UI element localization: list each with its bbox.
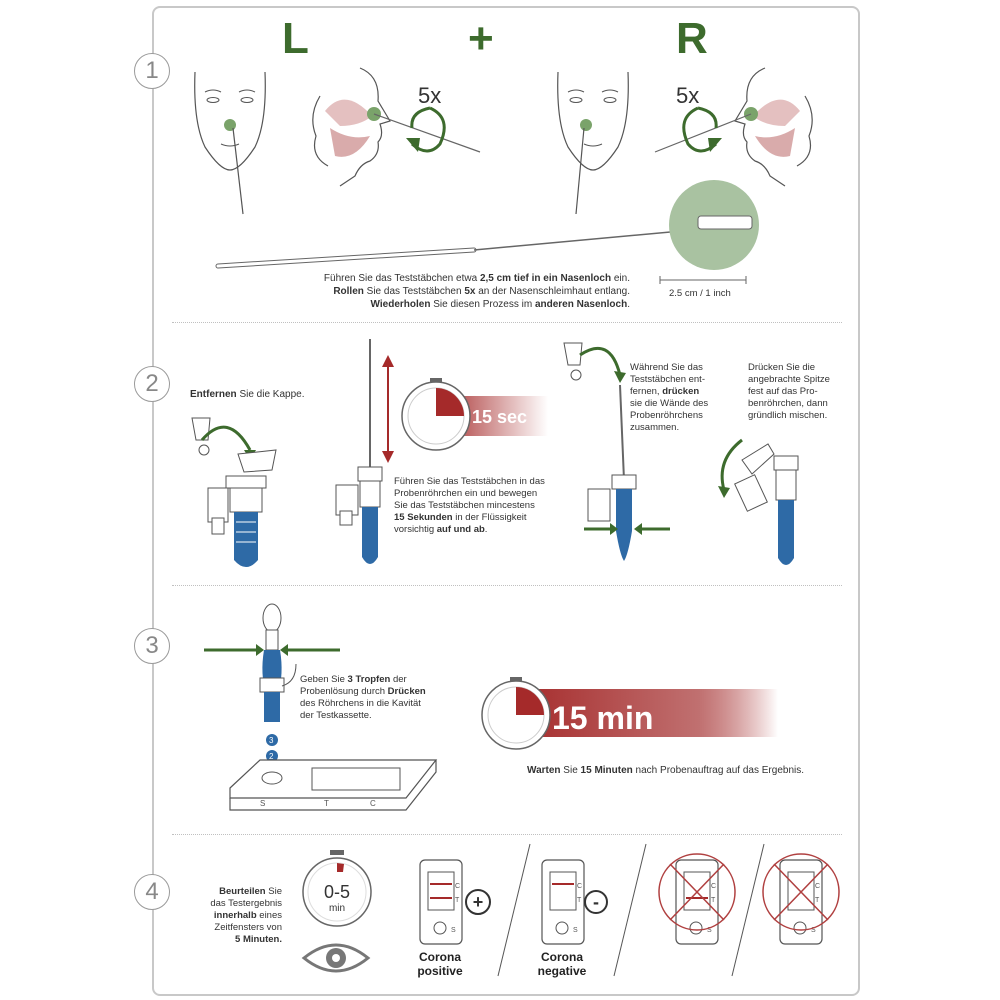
invalid1-s-mark: S xyxy=(707,927,712,934)
face-front-left-illustration xyxy=(194,71,266,215)
separator-slash xyxy=(731,843,765,977)
cassette-invalid-icon: C T S xyxy=(762,853,840,945)
rotate-right-icon xyxy=(682,106,722,153)
invalid2-c-mark: C xyxy=(815,883,820,890)
negative-sign: - xyxy=(593,892,599,912)
tube-remove-cap-illustration xyxy=(191,417,277,567)
rotate-left-icon xyxy=(406,106,446,153)
face-profile-right-illustration xyxy=(654,67,813,187)
step-4-number: 4 xyxy=(134,874,170,910)
tube-swab-illustration xyxy=(335,339,394,564)
plus-label: + xyxy=(468,14,494,63)
cassette-mark-c: C xyxy=(370,799,376,808)
separator-slash xyxy=(613,843,647,977)
timer-unit: min xyxy=(329,903,345,914)
negative-s-mark: S xyxy=(573,927,578,934)
tube-squeeze-illustration xyxy=(563,342,670,561)
cassette-positive-icon: C T S + xyxy=(419,859,491,945)
positive-s-mark: S xyxy=(451,927,456,934)
step-1-instructions: Führen Sie das Teststäbchen etwa 2,5 cm … xyxy=(323,273,630,310)
dropper-cassette-illustration: 3 2 1 S T C xyxy=(204,603,438,811)
step-2-number: 2 xyxy=(134,366,170,402)
timer-15-sec-label: 15 sec xyxy=(472,407,527,427)
divider xyxy=(172,834,842,835)
divider xyxy=(172,585,842,586)
rotation-count-right: 5x xyxy=(676,83,700,108)
rotation-count-left: 5x xyxy=(418,83,442,108)
attach-tip-text: Drücken Sie die angebrachte Spitze fest … xyxy=(748,362,830,421)
step-1-number: 1 xyxy=(134,53,170,89)
timer-0-5-min-icon: 0-5 min xyxy=(302,850,372,927)
invalid1-c-mark: C xyxy=(711,883,716,890)
invalid2-s-mark: S xyxy=(811,927,816,934)
drop-label-2: 2 xyxy=(269,752,274,761)
instruction-sheet xyxy=(152,6,860,996)
timer-15-min: 15 min xyxy=(481,677,778,750)
swab-illustration xyxy=(215,180,759,284)
face-front-right-illustration xyxy=(557,71,629,215)
evaluate-text: Beurteilen Sie das Testergebnis innerhal… xyxy=(210,886,282,945)
face-profile-left-illustration xyxy=(312,67,481,187)
eye-icon xyxy=(301,943,371,973)
measure-label: 2.5 cm / 1 inch xyxy=(669,288,731,299)
negative-t-mark: T xyxy=(577,897,582,904)
remove-cap-text: Entfernen Sie die Kappe. xyxy=(190,389,305,400)
wait-text: Warten Sie 15 Minuten nach Probenauftrag… xyxy=(527,765,805,776)
right-nostril-label: R xyxy=(676,14,708,63)
left-nostril-label: L xyxy=(282,14,309,63)
timer-15-min-label: 15 min xyxy=(552,700,653,736)
tube-attach-tip-illustration xyxy=(718,438,799,565)
step-3-number: 3 xyxy=(134,628,170,664)
timer-15-sec: 15 sec xyxy=(401,378,548,451)
divider xyxy=(172,322,842,323)
positive-c-mark: C xyxy=(455,883,460,890)
cassette-invalid-icon: C T S xyxy=(658,853,736,945)
negative-c-mark: C xyxy=(577,883,582,890)
invalid1-t-mark: T xyxy=(711,897,716,904)
insert-swab-text: Führen Sie das Teststäbchen in das Probe… xyxy=(394,476,545,535)
cassette-mark-t: T xyxy=(324,799,329,808)
positive-t-mark: T xyxy=(455,897,460,904)
drop-label-3: 3 xyxy=(269,736,274,745)
add-drops-text: Geben Sie 3 Tropfen der Probenlösung dur… xyxy=(300,674,426,721)
invalid2-t-mark: T xyxy=(815,897,820,904)
squeeze-text: Während Sie das Teststäbchen ent- fernen… xyxy=(630,362,709,433)
cassette-mark-s: S xyxy=(260,799,265,808)
positive-sign: + xyxy=(473,892,484,912)
timer-value: 0-5 xyxy=(324,882,350,902)
separator-slash xyxy=(497,843,531,977)
cassette-negative-icon: C T S - xyxy=(541,859,608,945)
